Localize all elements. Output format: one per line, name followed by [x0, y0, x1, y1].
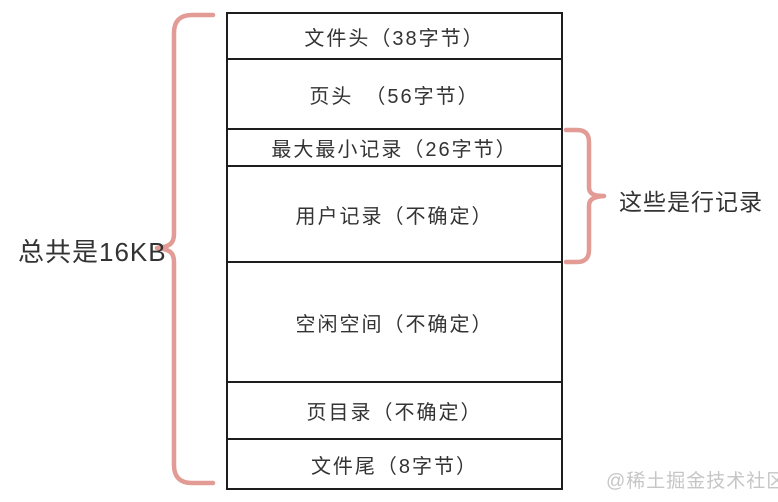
row-records-label: 这些是行记录: [619, 189, 763, 215]
row-file-header: 文件头（38字节）: [228, 14, 561, 60]
row-page-header: 页头 （56字节）: [228, 60, 561, 130]
row-infimum-supremum: 最大最小记录（26字节）: [228, 130, 561, 167]
row-user-records: 用户记录（不确定）: [228, 167, 561, 263]
row-page-directory: 页目录（不确定）: [228, 383, 561, 440]
page-structure-table: 文件头（38字节） 页头 （56字节） 最大最小记录（26字节） 用户记录（不确…: [226, 12, 563, 490]
total-size-label: 总共是16KB: [18, 237, 167, 267]
watermark: @稀土掘金技术社区: [606, 471, 778, 492]
row-free-space: 空闲空间（不确定）: [228, 263, 561, 383]
right-brace: [563, 127, 607, 265]
row-file-trailer: 文件尾（8字节）: [310, 455, 479, 478]
